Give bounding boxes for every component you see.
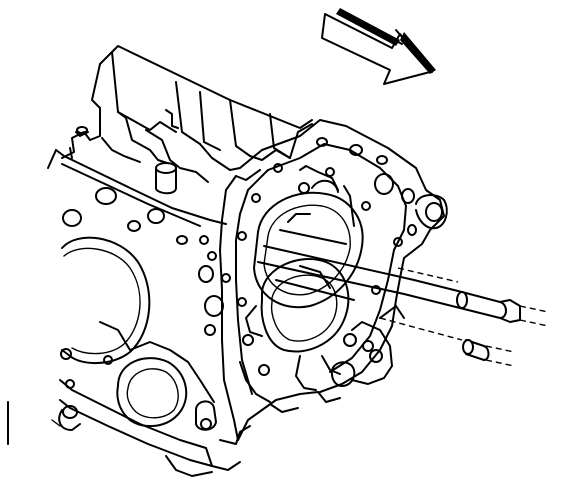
lower-right-face	[269, 305, 405, 413]
front-face-bolt-holes	[237, 137, 417, 376]
lower-block-rail	[7, 321, 319, 477]
lifter-bosses	[69, 126, 177, 195]
front-direction-arrow-icon	[321, 8, 436, 85]
camshaft-bore	[253, 165, 364, 309]
left-cylinder-deck	[47, 149, 231, 389]
crankshaft-bore	[239, 257, 350, 403]
front-face-outline	[219, 119, 448, 441]
upper-deck-outline	[61, 45, 313, 183]
alignment-tool-icon	[257, 229, 549, 367]
